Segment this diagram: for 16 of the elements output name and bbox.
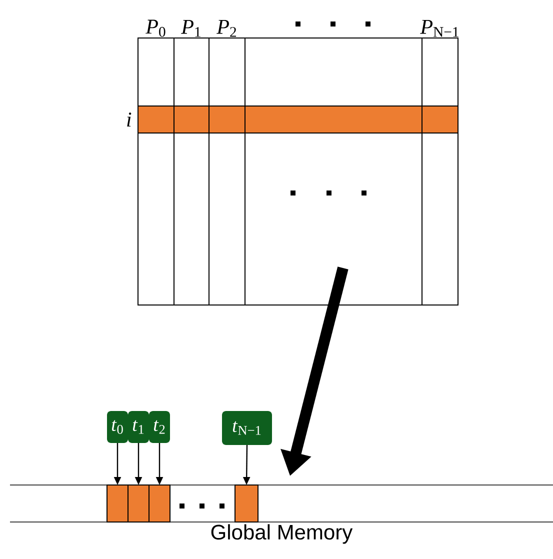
node-label: t$_{1}$ <box>132 420 144 434</box>
memory-cell <box>106 484 128 522</box>
node-label: P$_{2}$ <box>216 20 236 37</box>
memory-cell <box>234 484 258 522</box>
thread-tag: t$_{0}$ <box>107 411 128 443</box>
thread-tag: t$_{2}$ <box>149 411 170 443</box>
memory-cell <box>128 484 150 522</box>
node-label: t$_{0}$ <box>112 420 123 434</box>
node-label: P$_{0}$ <box>146 20 166 37</box>
node-label: t$_{2}$ <box>154 420 165 434</box>
node-label: P$_{1}$ <box>181 20 200 37</box>
node-label: P$_{N−1}$ <box>420 20 458 37</box>
node-label: i <box>127 112 132 126</box>
memory-cell <box>148 484 170 522</box>
thread-tag: t$_{1}$ <box>128 411 149 443</box>
thread-tag: t$_{N−1}$ <box>222 411 272 445</box>
